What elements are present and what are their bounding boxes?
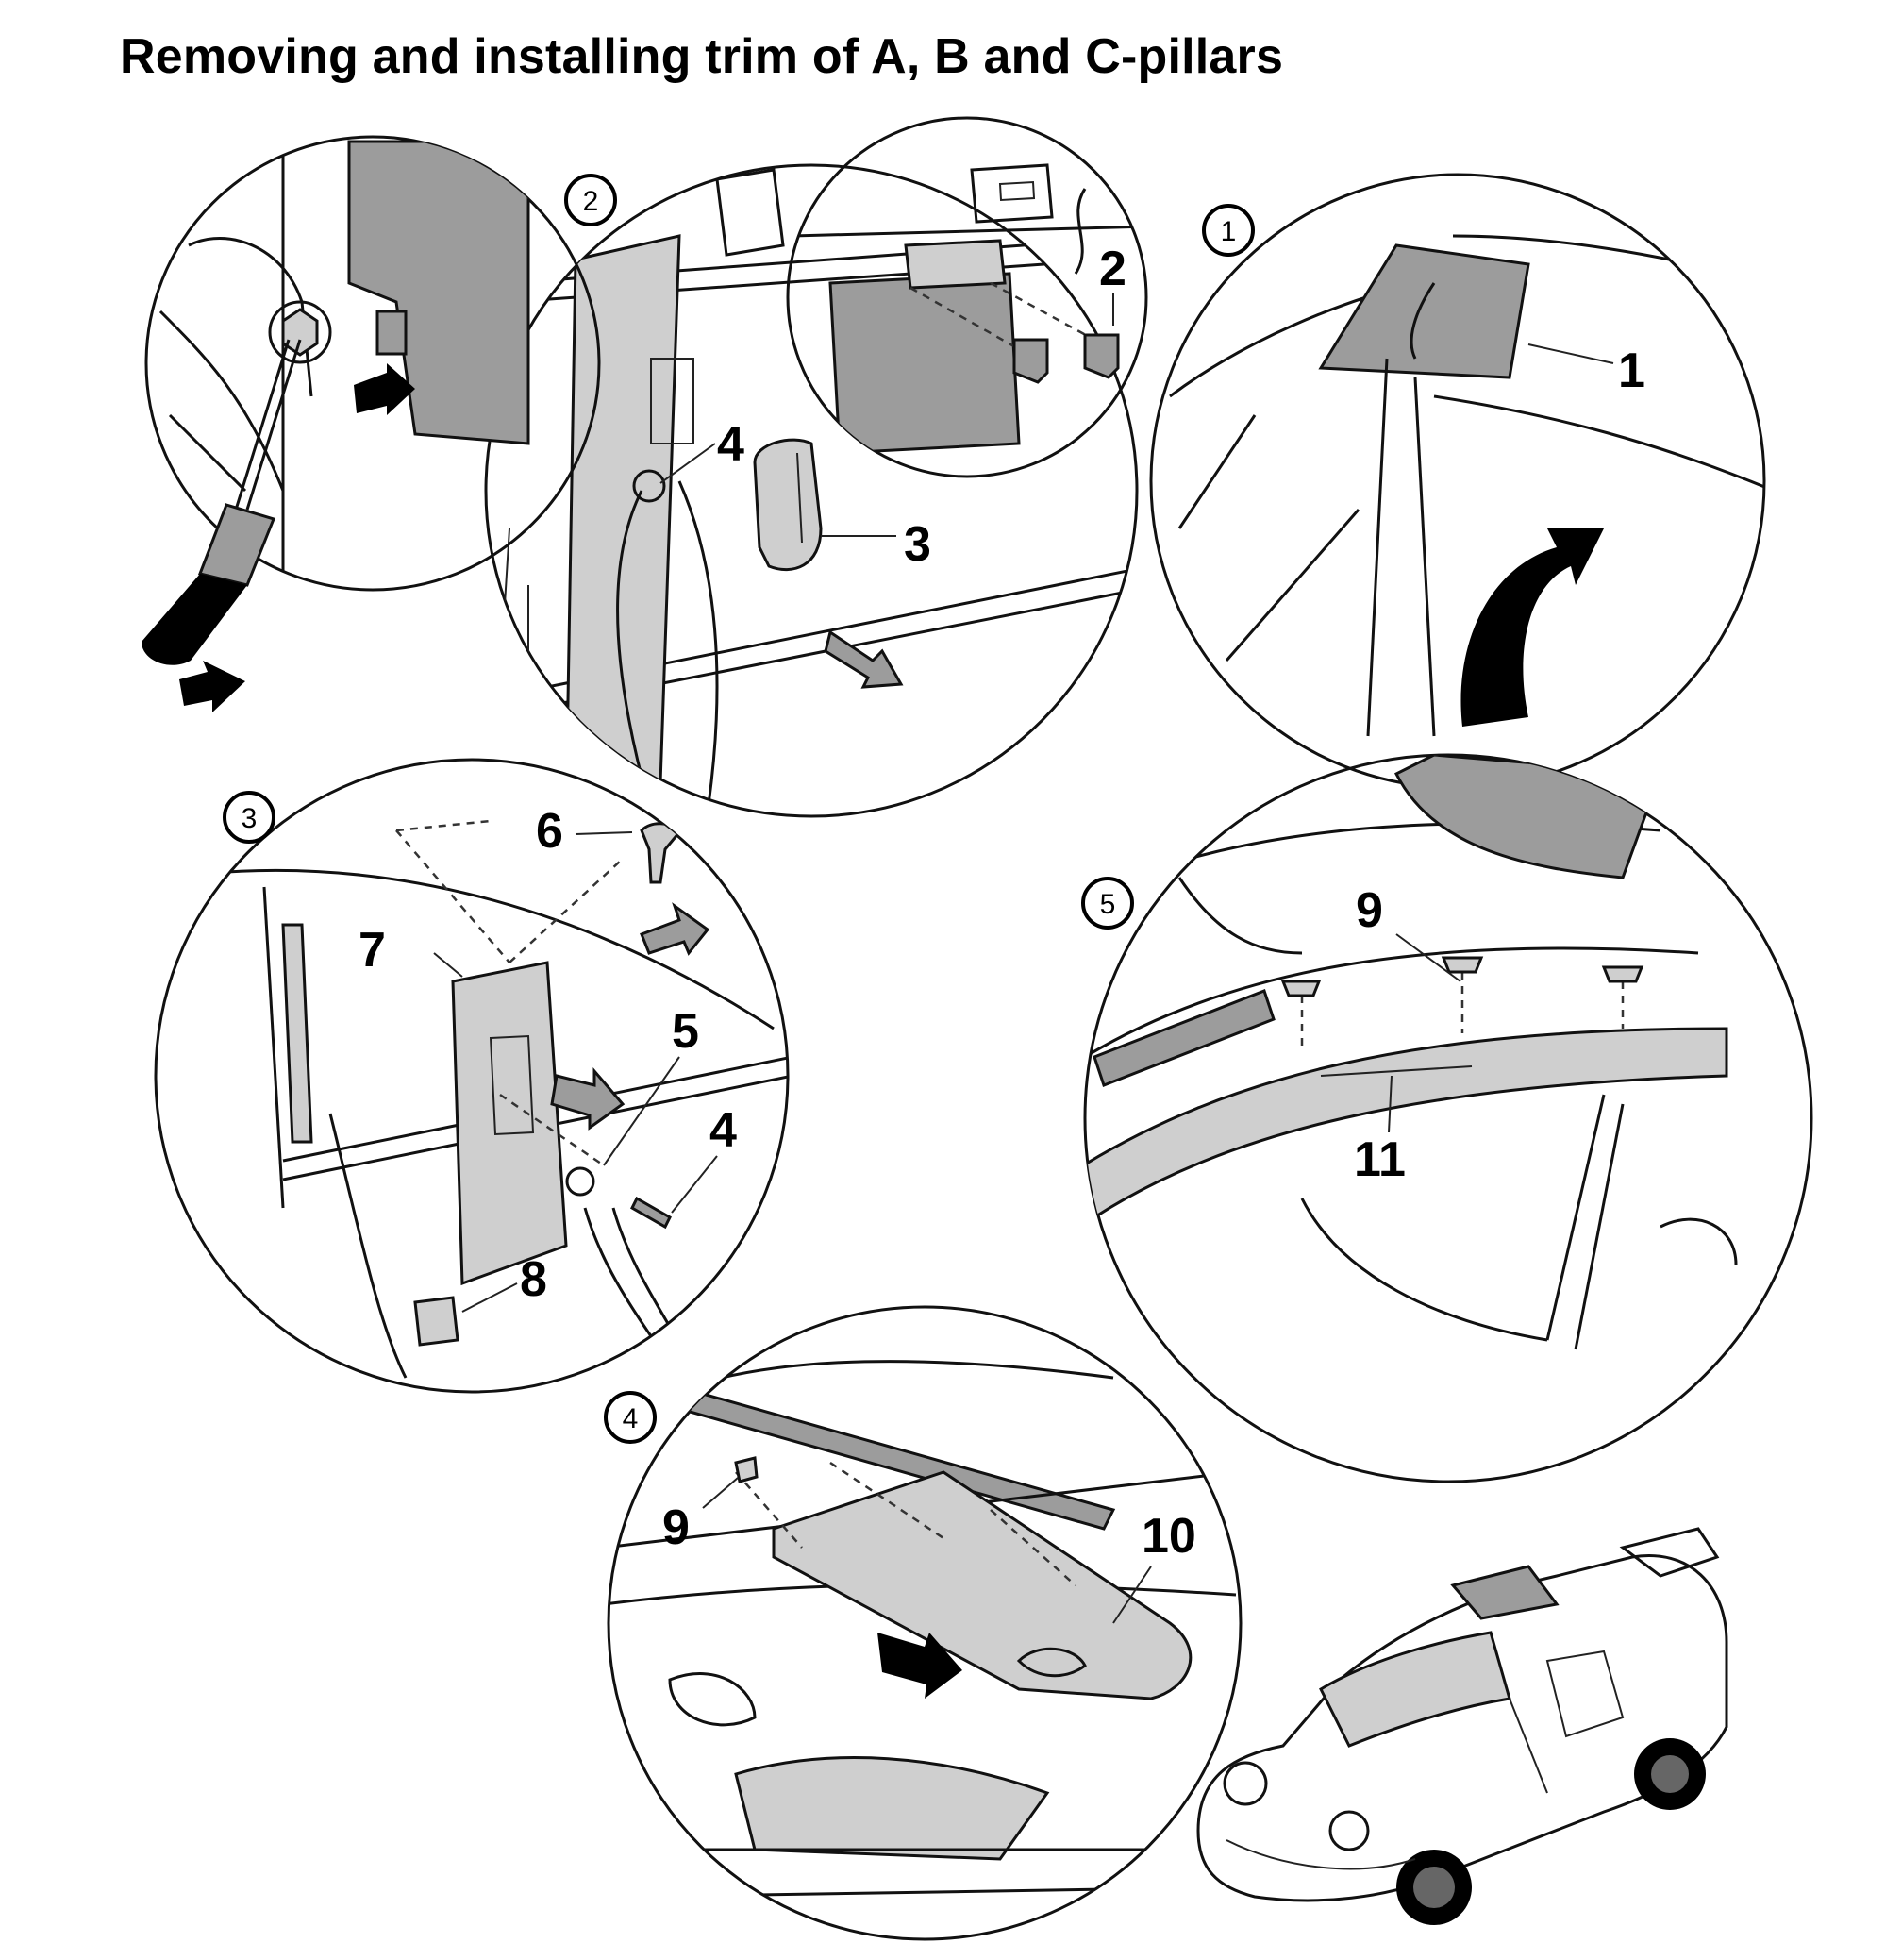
callout-step2-3: 3 <box>904 517 931 572</box>
step-1-number: 1 <box>1221 216 1237 247</box>
callout-step3-5: 5 <box>672 1004 699 1059</box>
step-4-marker <box>604 1391 657 1444</box>
screwdriver-icon <box>142 339 302 712</box>
step-3-number: 3 <box>242 803 258 834</box>
callout-step5-11: 11 <box>1354 1132 1406 1187</box>
step-2-panel: 2 4 3 <box>484 163 1139 818</box>
callout-step3-8: 8 <box>520 1252 547 1307</box>
step-2-number: 2 <box>583 186 599 217</box>
arrow-icon <box>179 661 245 712</box>
callout-step5-9: 9 <box>1356 883 1383 938</box>
step-4-panel: 4 9 10 <box>604 1305 1243 1941</box>
arrow-icon <box>1460 528 1604 727</box>
step-3-marker <box>223 791 275 844</box>
step-1-marker <box>1202 204 1255 257</box>
callout-step4-9: 9 <box>662 1500 690 1555</box>
step-5-panel: 5 9 11 <box>1081 753 1813 1483</box>
detail-screwdriver-panel <box>144 135 601 592</box>
arrow-icon <box>877 1633 962 1699</box>
page-title: Removing and installing trim of A, B and… <box>120 29 1284 84</box>
arrow-icon <box>640 902 710 956</box>
callout-step1-1: 1 <box>1618 343 1645 398</box>
detail-clips-panel: 2 <box>786 116 1148 478</box>
callout-step3-7: 7 <box>359 923 386 978</box>
step-2-marker <box>564 174 617 226</box>
step-3-panel: 3 6 7 5 4 8 <box>154 758 790 1394</box>
step-4-number: 4 <box>623 1403 639 1434</box>
step-5-number: 5 <box>1100 889 1116 920</box>
step-5-marker <box>1081 877 1134 930</box>
step-1-panel: 1 1 <box>1149 173 1766 790</box>
car-icon <box>1196 1527 1728 1925</box>
callout-step4-10: 10 <box>1142 1509 1196 1564</box>
callout-step2-2: 2 <box>1099 242 1126 296</box>
arrow-icon <box>550 1066 626 1131</box>
callout-step3-4: 4 <box>709 1103 737 1158</box>
callout-step2-4: 4 <box>717 417 744 472</box>
callout-step3-6: 6 <box>536 804 563 859</box>
